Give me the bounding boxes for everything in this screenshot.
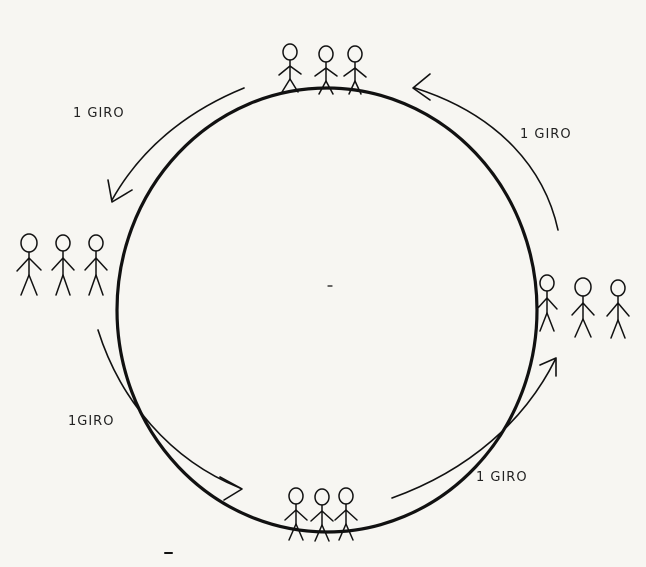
label-bottom-left: 1GIRO	[68, 414, 114, 429]
label-top-right: 1 GIRO	[520, 127, 572, 142]
label-bottom-right: 1 GIRO	[476, 470, 528, 485]
label-top-left: 1 GIRO	[73, 106, 125, 121]
